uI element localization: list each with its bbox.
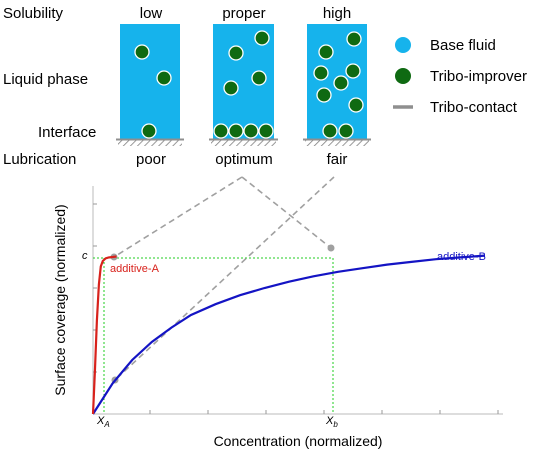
row-label-solubility: Solubility: [3, 5, 64, 22]
tribo-improver-particle: [141, 123, 157, 139]
tribo-improver-particle: [228, 45, 244, 61]
interface-hatch: [118, 140, 182, 146]
tribo-improver-particle: [322, 123, 338, 139]
tribo-improver-particle: [134, 44, 150, 60]
tribo-improver-particle: [254, 30, 270, 46]
box-high: [303, 24, 371, 146]
connectors: [113, 176, 335, 381]
x-marker-xb: Xb: [326, 416, 338, 429]
tribo-improver-particle: [338, 123, 354, 139]
tribo-improver-particle: [251, 70, 267, 86]
y-axis-title: Surface coverage (normalized): [52, 204, 68, 396]
legend-label-tribo-improver: Tribo-improver: [430, 68, 527, 85]
lubrication-optimum: optimum: [215, 151, 273, 168]
interface-hatch: [305, 140, 369, 146]
interface-hatch: [211, 140, 276, 146]
legend: [393, 37, 413, 109]
x-marker-xa: XA: [97, 416, 110, 429]
tribo-improver-particle: [228, 123, 244, 139]
y-marker-c: c: [82, 250, 88, 262]
column-header-low: low: [139, 5, 163, 22]
column-header-proper: proper: [222, 5, 266, 22]
legend-label-tribo-contact: Tribo-contact: [430, 99, 517, 116]
tribo-improver-particle: [223, 80, 239, 96]
chart: [91, 176, 503, 415]
column-header-high: high: [322, 5, 352, 22]
series-additive-b-line: [92, 254, 486, 415]
connector-end-point: [327, 244, 335, 252]
label-additive-b: additive-B: [437, 251, 486, 263]
row-label-interface: Interface: [38, 124, 97, 141]
base-fluid-region: [120, 24, 180, 140]
tribo-improver-particle: [156, 70, 172, 86]
tribo-improver-particle: [346, 31, 362, 47]
series-additive-a-line: [91, 255, 117, 415]
tribo-improver-particle: [213, 123, 229, 139]
x-axis-title: Concentration (normalized): [213, 433, 383, 449]
x-marker-xb-letter: X: [326, 415, 334, 427]
x-marker-xa-subscript: A: [104, 420, 110, 430]
label-additive-a: additive-A: [110, 263, 159, 275]
legend-base-fluid-swatch: [395, 37, 411, 53]
tribo-improver-particle: [243, 123, 259, 139]
x-marker-xb-subscript: b: [333, 420, 338, 430]
tribo-improver-particle: [258, 123, 274, 139]
legend-tribo-improver-swatch: [395, 68, 411, 84]
x-marker-xa-letter: X: [97, 415, 105, 427]
axis-ticks: [93, 203, 499, 414]
box-proper: [209, 24, 278, 146]
tribo-improver-particle: [333, 75, 349, 91]
lubrication-poor: poor: [135, 151, 167, 168]
connector-optimum-to-a: [113, 176, 243, 258]
legend-label-base-fluid: Base fluid: [430, 37, 496, 54]
solubility-boxes: [116, 24, 371, 146]
box-low: [116, 24, 184, 146]
tribo-improver-particle: [318, 44, 334, 60]
row-label-liquid-phase: Liquid phase: [3, 71, 89, 88]
tribo-improver-particle: [316, 87, 332, 103]
tribo-improver-particle: [348, 97, 364, 113]
coverage-guides: [93, 257, 334, 414]
tribo-improver-particle: [345, 63, 361, 79]
tribo-improver-particle: [313, 65, 329, 81]
row-label-lubrication: Lubrication: [3, 151, 77, 168]
connector-optimum-to-b: [241, 176, 332, 249]
lubrication-fair: fair: [326, 151, 348, 168]
